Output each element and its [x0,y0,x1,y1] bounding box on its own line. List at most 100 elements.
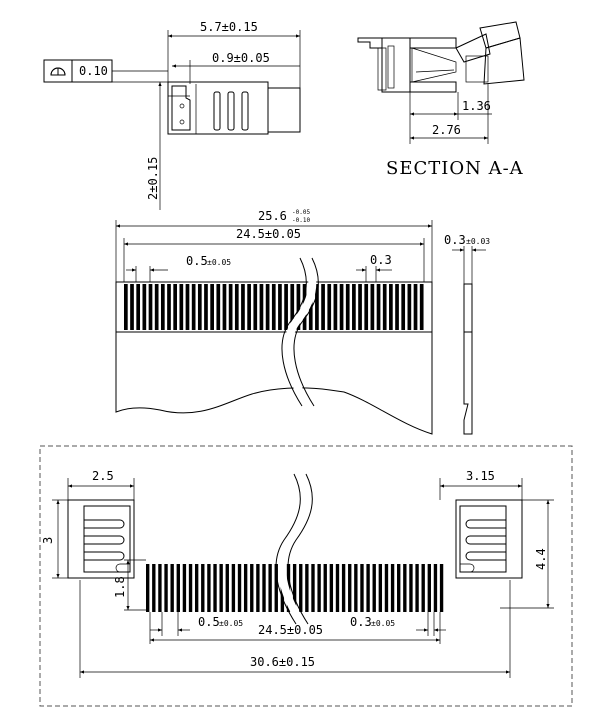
dim-0-9: 0.9±0.05 [172,51,300,84]
fpc-contact [271,284,276,330]
footprint-frame [39,445,573,707]
fpc-contact [419,284,424,330]
footprint-pad [403,564,407,612]
fpc-break-line [284,256,317,409]
footprint-pad [188,564,193,612]
fpc-contact [179,284,184,330]
section-body [357,21,525,93]
dim-0-3-bottom-tol: ±0.05 [371,619,395,628]
fpc-contact [290,284,295,330]
flatness-icon [50,67,66,76]
footprint-pad [219,564,223,612]
dim-3-15: 3.15 [439,469,523,500]
footprint-pad [231,564,236,612]
fpc-contact [395,284,399,330]
fpc-contact [130,284,134,330]
fpc-contact [321,284,325,330]
dim-0-3-bottom-main: 0.3 [350,615,372,629]
dim-5-7: 5.7±0.15 [167,20,301,88]
footprint-pad [164,564,168,612]
footprint-pad [421,564,425,612]
dim-0-3-top: 0.3 [356,253,392,282]
fpc-contact [210,284,214,330]
fpc-contact [278,284,282,330]
fpc-contact [191,284,196,330]
fpc-contact [167,284,171,330]
fpc-contact [407,284,412,330]
dim-pitch-0-5-bottom: 0.5 ±0.05 [150,612,243,636]
fpc-thickness-view: 0.3 ±0.03 [444,233,490,435]
fpc-contact [345,284,350,330]
dim-1-36-label: 1.36 [462,99,491,113]
footprint-pad [262,564,266,612]
fpc-contact [382,284,387,330]
dim-2-5-label: 2.5 [92,469,114,483]
dim-0-5-top-main: 0.5 [186,254,208,268]
footprint-pad [237,564,242,612]
footprint-pad [299,564,303,612]
dim-2-label: 2±0.15 [146,157,160,200]
fpc-contact [296,284,301,330]
dim-1-8: 1.8 [113,559,146,611]
footprint-pad [317,564,321,612]
fpc-contact [173,284,178,330]
footprint-pad [397,564,401,612]
footprint-pad [152,564,156,612]
footprint-pad [390,564,395,612]
dim-4-4-label: 4.4 [534,548,548,570]
fpc-contact [185,284,190,330]
fpc-contact [401,284,406,330]
footprint-pad [243,564,248,612]
fpc-contact [136,284,141,330]
dim-30-6-label: 30.6±0.15 [250,655,315,669]
footprint-pad [348,564,352,612]
section-title: SECTION A-A [386,158,524,179]
footprint-pad [378,564,383,612]
footprint-pad [354,564,358,612]
footprint-pad [311,564,315,612]
fpc-contact [308,284,313,330]
footprint-pad [415,564,419,612]
dim-5-7-label: 5.7±0.15 [200,20,258,34]
fpc-contact [315,284,319,330]
dim-24-5-top: 24.5±0.05 [123,227,425,282]
dim-3-label: 3 [41,537,55,544]
dim-0-9-label: 0.9±0.05 [212,51,270,65]
fpc-contact [142,284,147,330]
fpc-contact [234,284,239,330]
fpc-contact [352,284,356,330]
footprint-view: 2.5 3.15 3 4.4 1.8 [39,445,573,707]
footprint-pad [225,564,229,612]
top-view: 0.10 5.7±0.15 0.9±0.0 [43,20,301,210]
footprint-pad [250,564,254,612]
flatness-frame: 0.10 [43,59,168,83]
dim-25-6: 25.6 -0.05 -0.10 [115,209,433,282]
dim-thickness-tol: ±0.03 [466,237,490,246]
footprint-pad [182,564,187,612]
footprint-pad [207,564,211,612]
footprint-pad [360,564,364,612]
dim-25-6-tol-lower: -0.10 [292,217,310,224]
fpc-contact [370,284,375,330]
dim-0-5-bottom-tol: ±0.05 [219,619,243,628]
fpc-view: 25.6 -0.05 -0.10 24.5±0.05 0.5 ±0.05 0.3 [115,209,490,435]
footprint-pad [372,564,376,612]
fpc-contact [265,284,270,330]
fpc-contact [148,284,153,330]
footprint-pad [341,564,346,612]
footprint-pad [176,564,180,612]
fpc-contact [216,284,221,330]
dim-4-4: 4.4 [500,499,554,609]
dim-25-6-label: 25.6 [258,209,287,223]
dim-0-3-top-label: 0.3 [370,253,392,267]
fpc-contact [228,284,233,330]
fpc-contact [259,284,264,330]
left-latch-pad [67,499,135,579]
fpc-contact [333,284,338,330]
dim-1-36: 1.36 [409,92,492,144]
fpc-contact [247,284,251,330]
dim-thickness-main: 0.3 [444,233,466,247]
fpc-contact [413,284,418,330]
fpc-contact [364,284,369,330]
dim-1-8-label: 1.8 [113,576,127,598]
